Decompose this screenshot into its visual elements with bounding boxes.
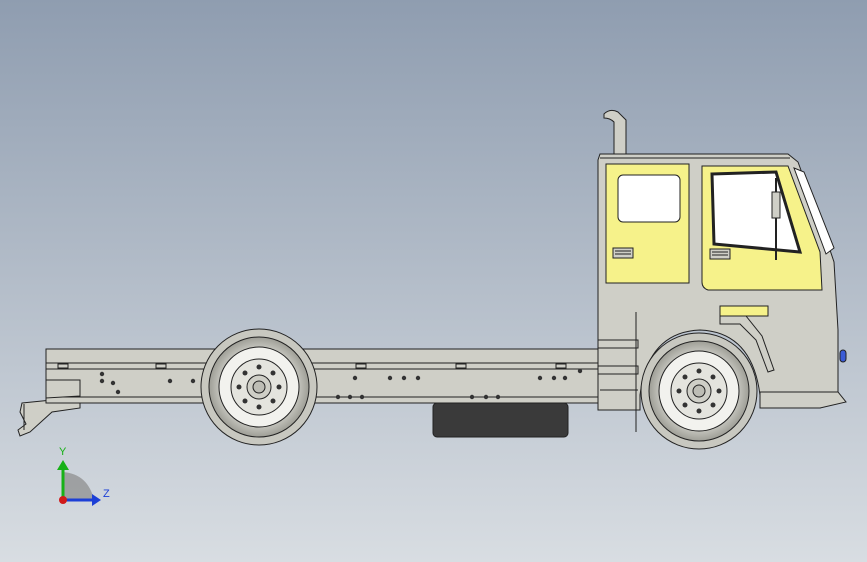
orientation-triad[interactable]: Y Z <box>57 446 110 506</box>
rear-door-handle[interactable] <box>612 247 634 259</box>
windshield <box>793 167 835 255</box>
triad-origin <box>59 496 67 504</box>
triad-plane-shadow <box>63 472 94 500</box>
side-marker <box>719 305 769 317</box>
cab-step-lower <box>597 365 639 375</box>
y-axis-arrow-icon <box>57 460 69 470</box>
front-bumper <box>759 391 847 409</box>
front-wheel[interactable] <box>640 332 758 450</box>
truck-model[interactable] <box>17 109 847 450</box>
headlight <box>839 349 847 363</box>
frame-holes <box>56 368 583 400</box>
front-door-handle[interactable] <box>709 248 731 260</box>
z-axis-label: Z <box>103 488 110 500</box>
chassis-frame <box>45 348 599 404</box>
cab-step-upper <box>597 339 639 349</box>
fuel-tank <box>432 402 569 438</box>
rear-door-window <box>617 174 681 223</box>
rear-wheel-lugs <box>236 364 282 410</box>
front-wheel-lugs <box>676 368 722 414</box>
z-axis-arrow-icon <box>92 494 101 506</box>
rear-wheel[interactable] <box>200 328 318 446</box>
cab[interactable] <box>597 153 847 432</box>
front-fender <box>719 315 775 373</box>
y-axis-label: Y <box>59 446 67 458</box>
